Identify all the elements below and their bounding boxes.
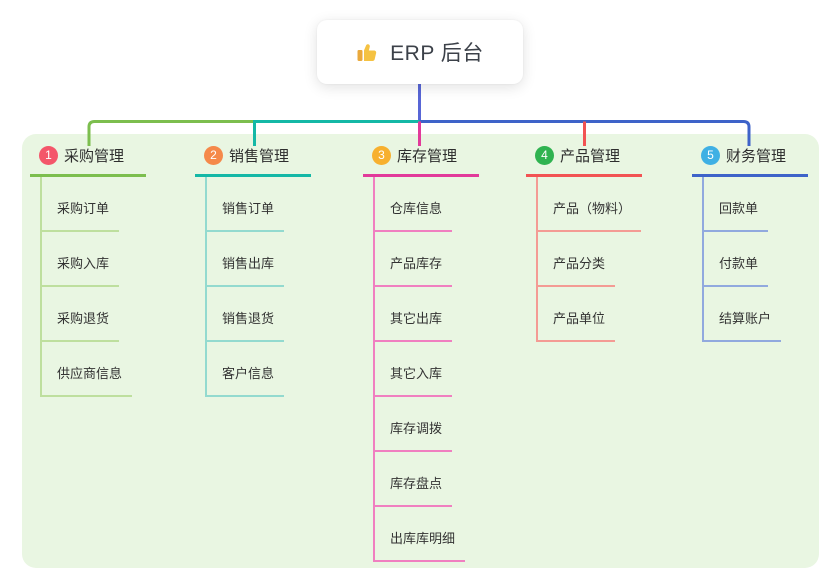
child-node[interactable]: 产品库存	[373, 253, 453, 287]
branch-title: 库存管理	[397, 147, 458, 165]
child-row: 产品（物料）	[536, 177, 696, 232]
child-node[interactable]: 供应商信息	[40, 363, 133, 397]
child-node[interactable]: 客户信息	[205, 363, 285, 397]
branch-title: 销售管理	[229, 147, 290, 165]
branch-header[interactable]: 3 库存管理	[363, 142, 479, 177]
branch-title: 采购管理	[64, 147, 125, 165]
child-node[interactable]: 付款单	[702, 253, 769, 287]
child-node[interactable]: 产品（物料）	[536, 198, 642, 232]
branch-children: 采购订单采购入库采购退货供应商信息	[30, 177, 200, 397]
child-row: 库存盘点	[373, 452, 533, 507]
child-row: 销售订单	[205, 177, 365, 232]
branch-header[interactable]: 1 采购管理	[30, 142, 146, 177]
child-node[interactable]: 销售退货	[205, 308, 285, 342]
branch-header[interactable]: 5 财务管理	[692, 142, 808, 177]
child-row: 产品单位	[536, 287, 696, 342]
branch-number-badge: 1	[39, 145, 58, 165]
branch-column: 4 产品管理 产品（物料） 产品分类产品单位	[526, 142, 696, 342]
child-row: 其它入库	[373, 342, 533, 397]
branch-children: 仓库信息产品库存其它出库其它入库库存调拨库存盘点出库库明细	[363, 177, 533, 562]
branch-connector-line	[40, 177, 42, 397]
branch-header[interactable]: 4 产品管理	[526, 142, 642, 177]
branch-title: 财务管理	[726, 147, 787, 165]
thumbs-up-icon	[356, 40, 380, 64]
panel: 1 采购管理 采购订单采购入库采购退货供应商信息 2 销售管理 销售订单销售出库…	[22, 134, 819, 568]
child-node[interactable]: 产品分类	[536, 253, 616, 287]
branch-children: 产品（物料） 产品分类产品单位	[526, 177, 696, 342]
child-node[interactable]: 采购订单	[40, 198, 120, 232]
child-row: 回款单	[702, 177, 839, 232]
branch-connector-line	[536, 177, 538, 342]
root-title: ERP 后台	[390, 42, 484, 65]
branch-header[interactable]: 2 销售管理	[195, 142, 311, 177]
branch-column: 2 销售管理 销售订单销售出库销售退货客户信息	[195, 142, 365, 397]
child-node[interactable]: 采购退货	[40, 308, 120, 342]
child-node[interactable]: 其它出库	[373, 308, 453, 342]
root-node[interactable]: ERP 后台	[317, 20, 523, 84]
branch-children: 回款单付款单结算账户	[692, 177, 839, 342]
child-node[interactable]: 出库库明细	[373, 528, 466, 562]
child-node[interactable]: 仓库信息	[373, 198, 453, 232]
child-row: 采购退货	[40, 287, 200, 342]
branch-connector-line	[702, 177, 704, 342]
child-row: 客户信息	[205, 342, 365, 397]
branch-connector-line	[373, 177, 375, 562]
child-row: 其它出库	[373, 287, 533, 342]
child-node[interactable]: 产品单位	[536, 308, 616, 342]
child-row: 出库库明细	[373, 507, 533, 562]
branch-number-badge: 3	[372, 145, 391, 165]
child-node[interactable]: 库存盘点	[373, 473, 453, 507]
child-node[interactable]: 销售出库	[205, 253, 285, 287]
branch-number-badge: 4	[535, 145, 554, 165]
branch-column: 3 库存管理 仓库信息产品库存其它出库其它入库库存调拨库存盘点出库库明细	[363, 142, 533, 562]
branch-column: 5 财务管理 回款单付款单结算账户	[692, 142, 839, 342]
child-row: 采购入库	[40, 232, 200, 287]
child-row: 结算账户	[702, 287, 839, 342]
child-row: 库存调拨	[373, 397, 533, 452]
child-row: 付款单	[702, 232, 839, 287]
child-row: 产品库存	[373, 232, 533, 287]
child-row: 销售退货	[205, 287, 365, 342]
child-node[interactable]: 采购入库	[40, 253, 120, 287]
child-node[interactable]: 其它入库	[373, 363, 453, 397]
child-row: 销售出库	[205, 232, 365, 287]
branch-title: 产品管理	[560, 147, 621, 165]
child-node[interactable]: 销售订单	[205, 198, 285, 232]
child-row: 供应商信息	[40, 342, 200, 397]
child-node[interactable]: 回款单	[702, 198, 769, 232]
branch-connector-line	[205, 177, 207, 397]
branch-number-badge: 5	[701, 145, 720, 165]
child-row: 产品分类	[536, 232, 696, 287]
child-row: 仓库信息	[373, 177, 533, 232]
branch-column: 1 采购管理 采购订单采购入库采购退货供应商信息	[30, 142, 200, 397]
child-row: 采购订单	[40, 177, 200, 232]
child-node[interactable]: 库存调拨	[373, 418, 453, 452]
branch-children: 销售订单销售出库销售退货客户信息	[195, 177, 365, 397]
branch-number-badge: 2	[204, 145, 223, 165]
child-node[interactable]: 结算账户	[702, 308, 782, 342]
